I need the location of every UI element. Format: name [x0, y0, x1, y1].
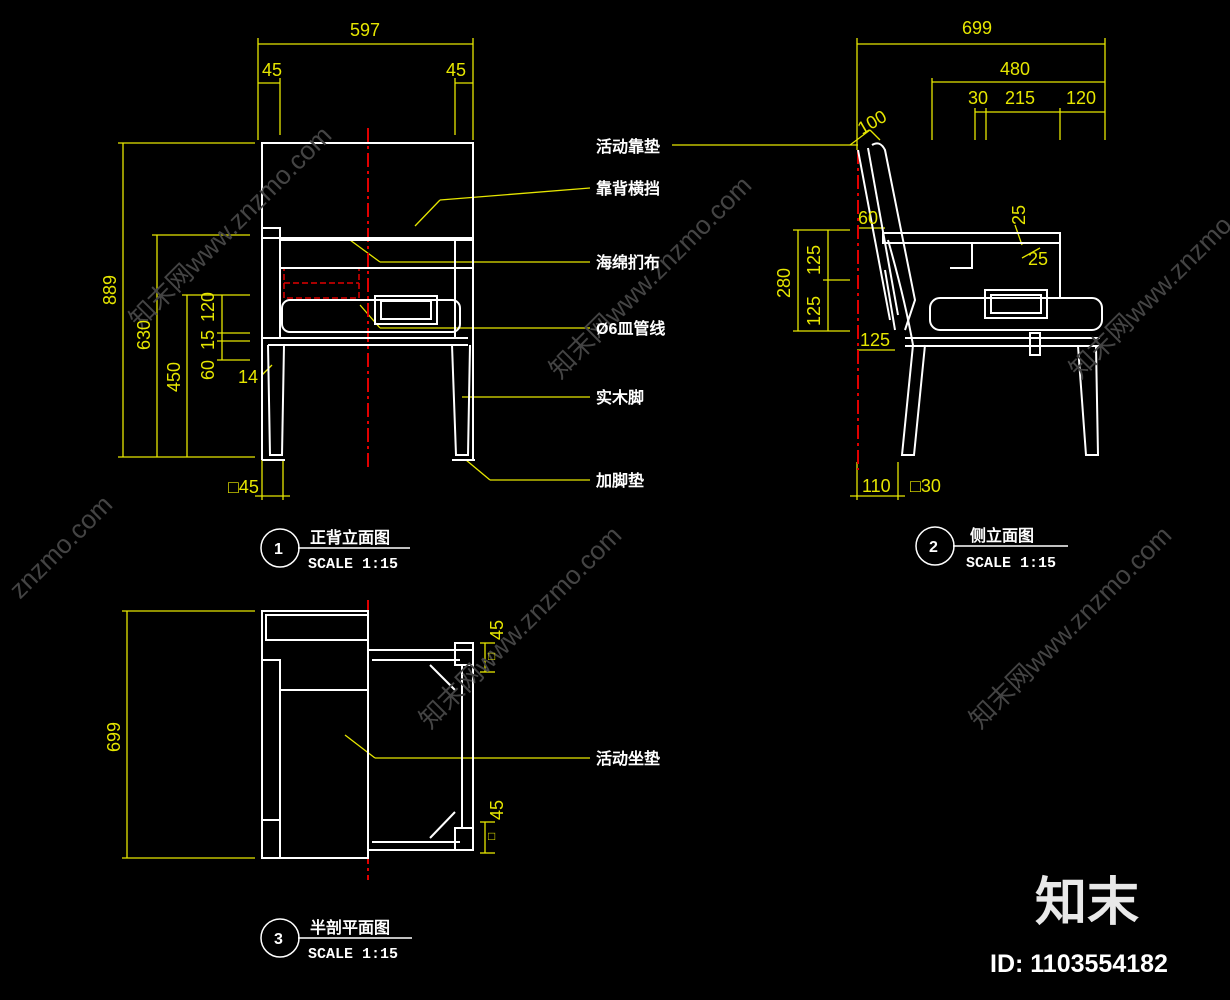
square-icon: □: [488, 829, 495, 843]
label-back-rail: 靠背横挡: [596, 179, 660, 198]
dim-100: 100: [854, 106, 890, 138]
dim-25a: 25: [1009, 205, 1029, 225]
dim-foot: □45: [228, 477, 259, 497]
dim-foot-side: □30: [910, 476, 941, 496]
dim-plan-top: 45: [487, 620, 507, 640]
scale-side-view: SCALE 1:15: [966, 555, 1056, 572]
title-number-2: 2: [929, 539, 938, 556]
dim-110: 110: [862, 476, 891, 496]
dim-480: 480: [1000, 59, 1030, 79]
title-side-view: 侧立面图: [970, 526, 1034, 545]
scale-plan-view: SCALE 1:15: [308, 946, 398, 963]
watermark-text: znzmo.com: [3, 489, 118, 604]
dim-215: 215: [1005, 88, 1035, 108]
watermark-text: 知末网www.znzmo.com: [963, 520, 1177, 734]
dim-125c: 125: [860, 330, 890, 350]
dim-60: 60: [198, 360, 218, 380]
dim-30: 30: [968, 88, 988, 108]
dim-right-frame: 45: [446, 60, 466, 80]
brand-logo: 知末: [1035, 874, 1139, 932]
square-icon: □: [488, 649, 495, 663]
watermark-text: 知末网www.znzmo.com: [543, 170, 757, 384]
watermark-text: 知末网www.znzmo.com: [1063, 170, 1230, 384]
dim-125a: 125: [804, 245, 824, 275]
label-wood-leg: 实木脚: [596, 388, 644, 407]
dim-15: 15: [198, 330, 218, 350]
dim-total-depth: 699: [962, 18, 992, 38]
dim-280: 280: [774, 268, 794, 298]
label-foot-pad: 加脚垫: [595, 471, 644, 490]
dim-plan-depth: 699: [104, 722, 124, 752]
dim-25b: 25: [1028, 249, 1048, 269]
dim-left-frame: 45: [262, 60, 282, 80]
label-piping: Ø6皿管线: [596, 319, 665, 338]
image-id: ID: 1103554182: [990, 950, 1168, 978]
dim-60-side: 60: [858, 208, 878, 228]
watermark-text: 知末网www.znzmo.com: [123, 120, 337, 334]
dim-seat-height: 450: [164, 362, 184, 392]
title-plan-view: 半剖平面图: [310, 918, 390, 937]
dim-125b: 125: [804, 296, 824, 326]
label-cushion-back: 活动靠垫: [596, 137, 660, 156]
title-number-3: 3: [274, 931, 283, 948]
title-number-1: 1: [274, 541, 283, 558]
dim-total-width: 597: [350, 20, 380, 40]
label-seat-cushion: 活动坐垫: [596, 749, 660, 768]
watermark-text: 知末网www.znzmo.com: [413, 520, 627, 734]
title-front-view: 正背立面图: [310, 528, 390, 547]
dim-total-height: 889: [100, 275, 120, 305]
dim-plan-bottom: 45: [487, 800, 507, 820]
dim-120-side: 120: [1066, 88, 1096, 108]
dim-14: 14: [238, 367, 258, 387]
dim-arm-height: 630: [134, 320, 154, 350]
dim-120: 120: [198, 292, 218, 322]
label-sponge: 海绵扪布: [596, 253, 660, 272]
scale-front-view: SCALE 1:15: [308, 556, 398, 573]
watermark-layer: 知末网www.znzmo.com 知末网www.znzmo.com 知末网www…: [3, 120, 1230, 734]
